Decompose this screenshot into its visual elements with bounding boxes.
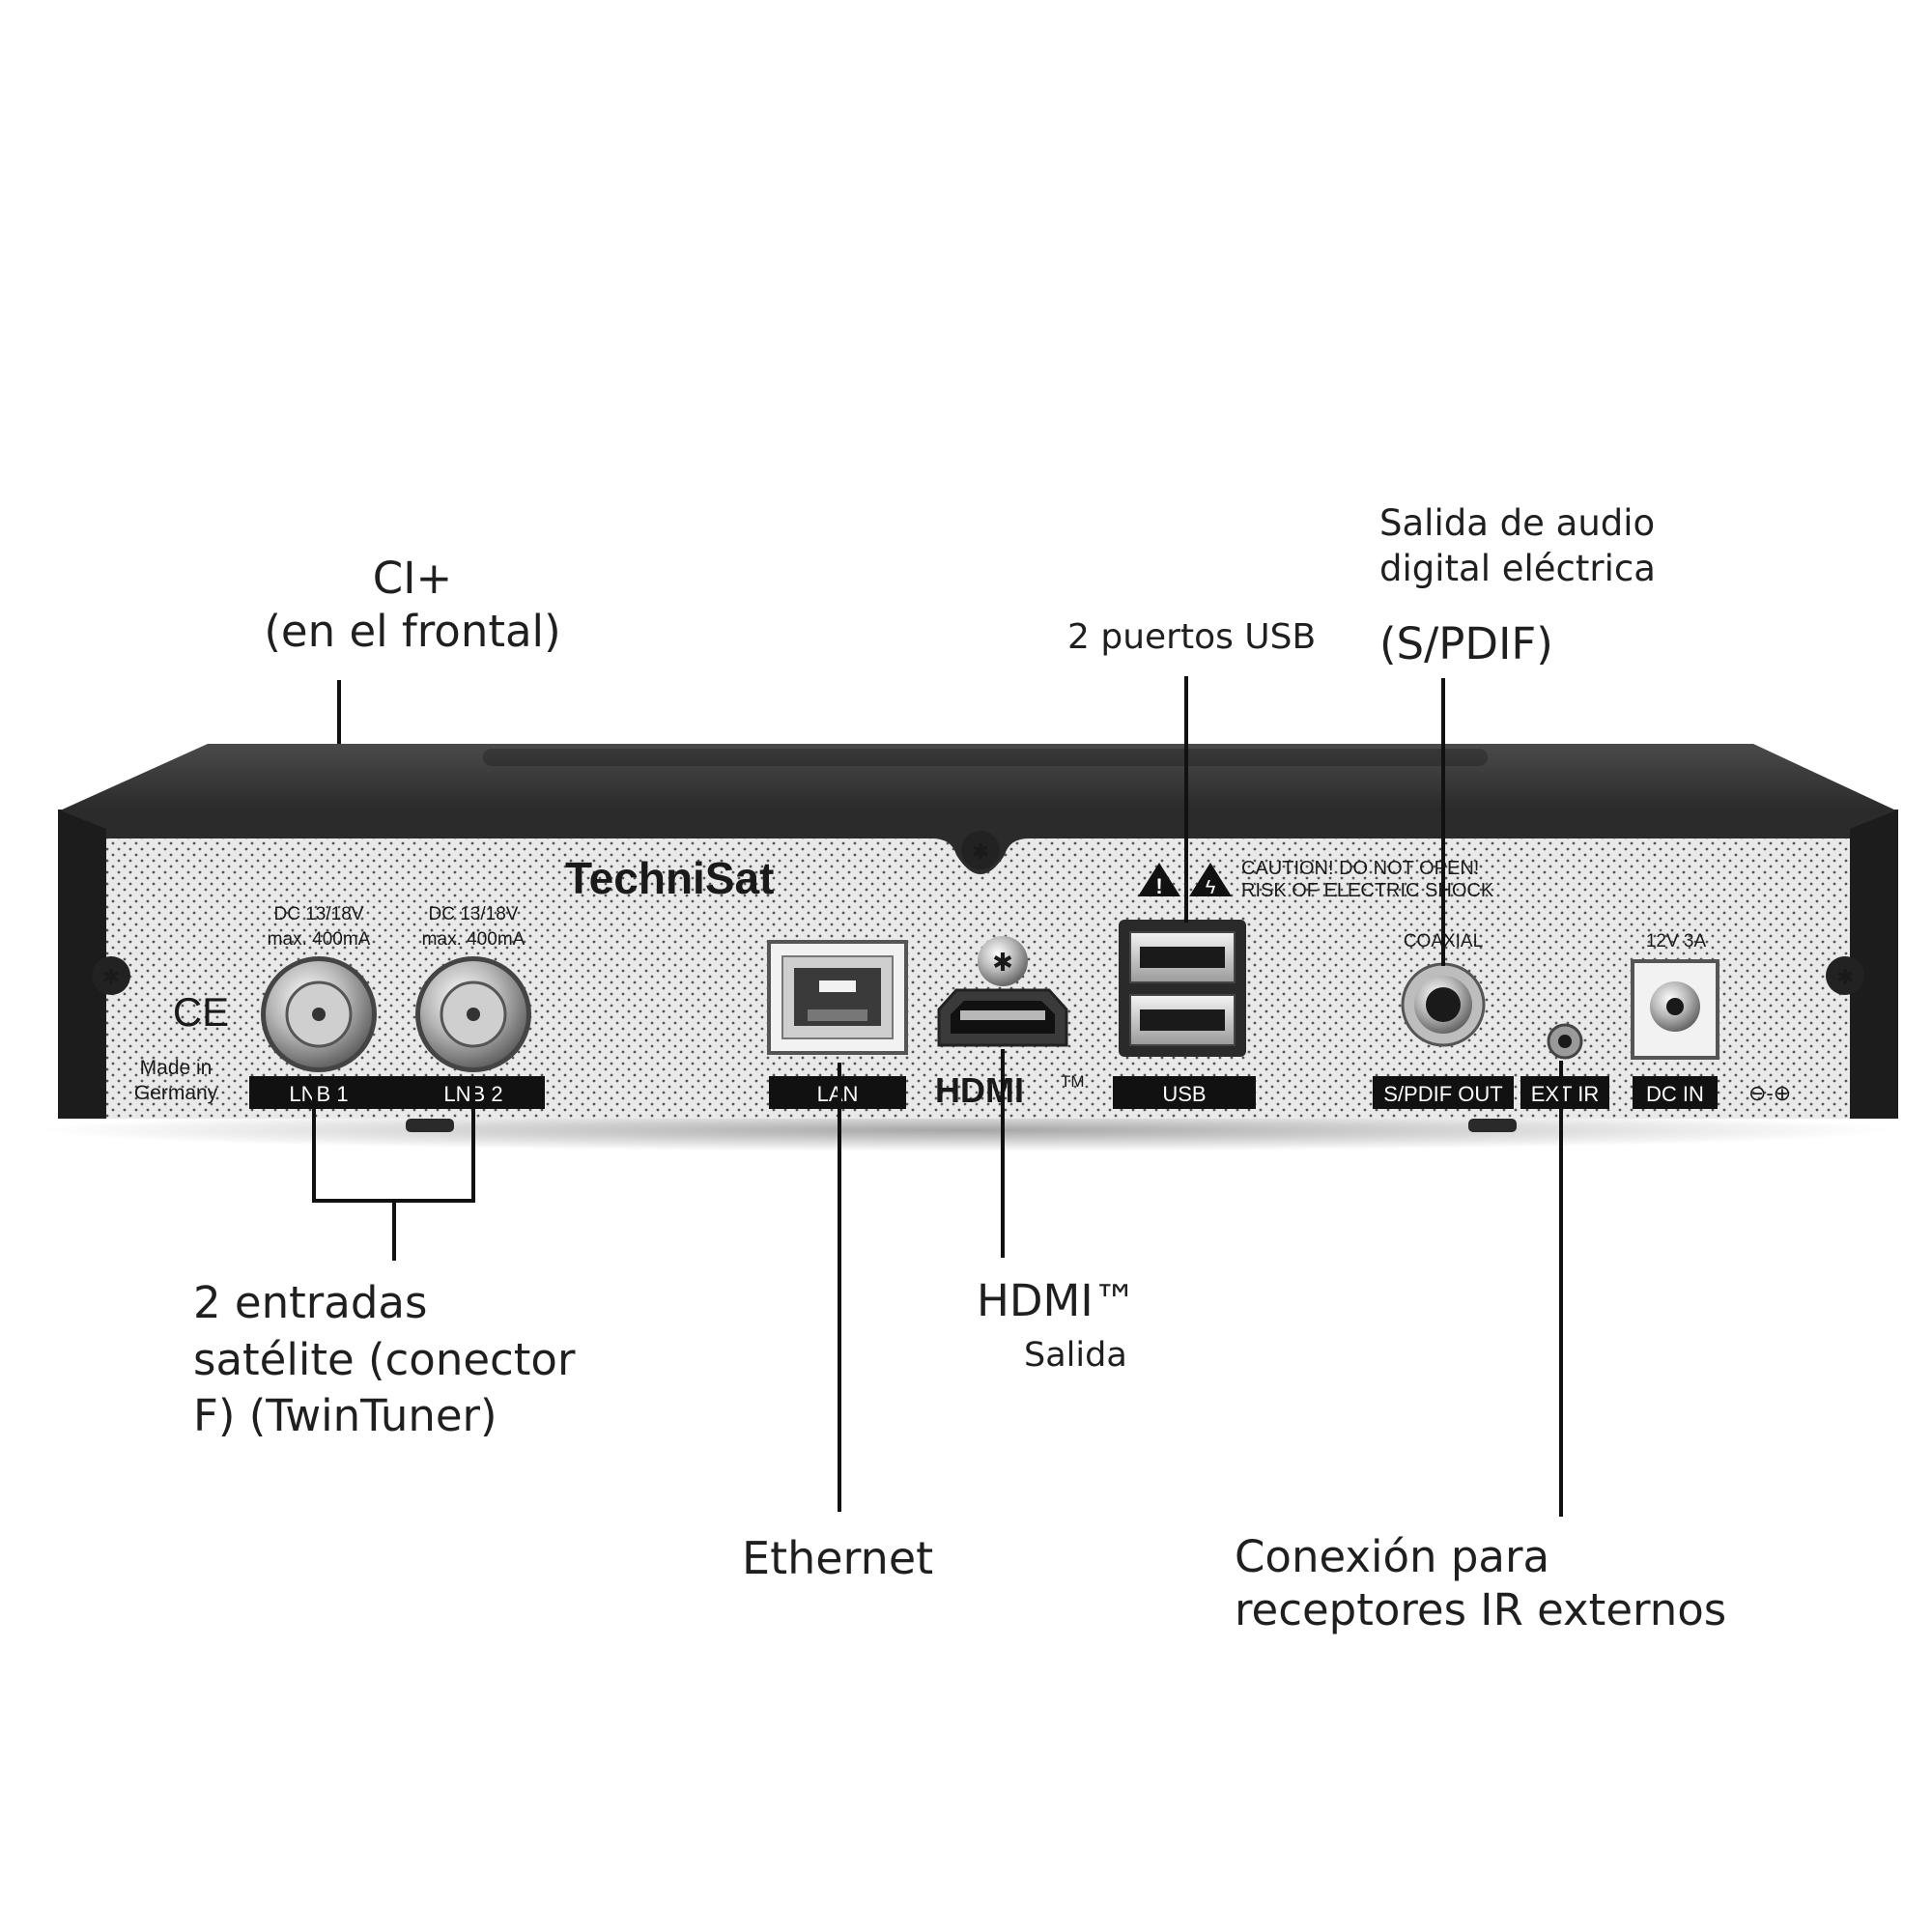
tag-usb-text: USB <box>1162 1082 1206 1106</box>
lnb1-spec-1: DC 13/18V <box>274 904 364 924</box>
svg-text:✱: ✱ <box>102 965 120 989</box>
brand-logo: TechniSat <box>565 853 774 903</box>
foot-right <box>1468 1119 1517 1132</box>
usb-ports[interactable] <box>1119 920 1246 1057</box>
callout-hdmi-title: HDMI™ <box>977 1275 1137 1326</box>
housing-top <box>58 744 1898 811</box>
tag-ext-ir: EXT IR <box>1520 1076 1609 1109</box>
svg-text:✱: ✱ <box>1836 965 1854 989</box>
lnb2-connector[interactable] <box>415 956 531 1072</box>
housing-bevel-right <box>1850 810 1898 1119</box>
dc-polarity-symbol: ⊖-⊕ <box>1748 1081 1791 1105</box>
ext-ir-jack[interactable] <box>1547 1023 1583 1060</box>
caution-text-2: RISK OF ELECTRIC SHOCK <box>1241 880 1494 901</box>
callout-ethernet: Ethernet <box>742 1532 934 1584</box>
svg-text:✱: ✱ <box>992 948 1013 977</box>
tag-lnb: LNB 1 LNB 2 <box>249 1076 545 1109</box>
callout-ci-plus: CI+ (en el frontal) <box>264 553 561 657</box>
origin-text-2: Germany <box>134 1082 218 1104</box>
lan-port[interactable] <box>767 940 908 1055</box>
floor-shadow <box>39 1109 1893 1151</box>
shock-icon: ϟ <box>1189 863 1232 898</box>
tag-dc-in-text: DC IN <box>1646 1082 1704 1106</box>
origin-text-1: Made in <box>140 1057 213 1079</box>
ce-mark: CE <box>173 989 229 1035</box>
foot-left <box>406 1119 454 1132</box>
screw-right: ✱ <box>1826 956 1864 995</box>
callout-usb: 2 puertos USB <box>1067 617 1317 657</box>
svg-text:!: ! <box>1155 874 1162 898</box>
screw-top-center: ✱ <box>961 831 1000 869</box>
lnb2-spec-1: DC 13/18V <box>429 904 519 924</box>
tag-spdif-text: S/PDIF OUT <box>1383 1082 1502 1106</box>
callout-satellite: 2 entradas satélite (conector F) (TwinTu… <box>193 1277 576 1441</box>
hdmi-port[interactable] <box>937 988 1068 1047</box>
svg-text:ϟ: ϟ <box>1206 877 1216 898</box>
power-spec: 12V 3A <box>1646 931 1707 952</box>
rear-panel <box>106 838 1850 1119</box>
callout-spdif-code: (S/PDIF) <box>1379 618 1553 669</box>
tag-dc-in: DC IN <box>1633 1076 1718 1109</box>
callout-spdif-desc: Salida de audio digital eléctrica <box>1379 502 1656 590</box>
dc-in-jack[interactable] <box>1631 959 1719 1060</box>
tag-spdif-out: S/PDIF OUT <box>1373 1076 1514 1109</box>
callout-ext-ir: Conexión para receptores IR externos <box>1235 1531 1727 1635</box>
top-emboss-logo <box>483 749 1488 766</box>
callout-hdmi-sub: Salida <box>1024 1336 1127 1375</box>
screw-left: ✱ <box>92 956 130 995</box>
housing-bevel-left <box>58 810 106 1119</box>
svg-text:✱: ✱ <box>972 839 989 864</box>
spdif-coaxial-jack[interactable] <box>1401 962 1486 1047</box>
screw-hdmi: ✱ <box>978 936 1028 986</box>
tag-usb: USB <box>1113 1076 1256 1109</box>
lnb1-connector[interactable] <box>261 956 377 1072</box>
hdmi-logo-tm: TM <box>1061 1072 1085 1091</box>
lnb2-spec-2: max. 400mA <box>422 929 526 950</box>
caution-text-1: CAUTION! DO NOT OPEN! <box>1241 858 1479 879</box>
lnb1-spec-2: max. 400mA <box>268 929 371 950</box>
tag-lnb1-text: LNB 1 <box>289 1082 348 1106</box>
tag-ext-ir-text: EXT IR <box>1531 1082 1600 1106</box>
hdmi-logo-text: HDMI <box>935 1070 1024 1110</box>
warning-icon: ! <box>1138 863 1180 898</box>
